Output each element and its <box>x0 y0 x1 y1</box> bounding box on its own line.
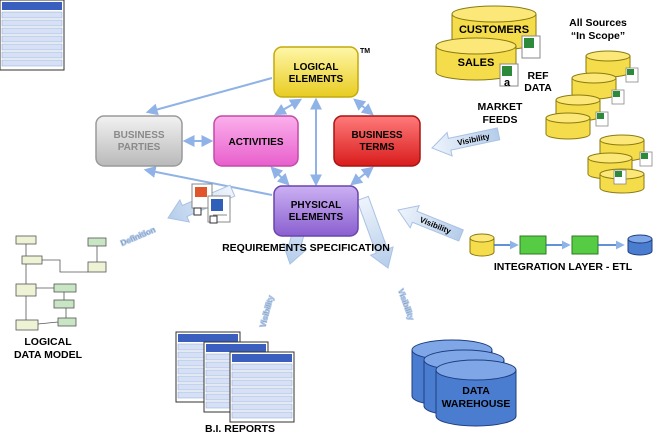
bi-reports-icon <box>0 0 295 423</box>
connectors <box>143 77 374 196</box>
business-parties-line1: BUSINESS <box>113 130 164 141</box>
logical-data-model <box>15 235 107 331</box>
excel-icons: a <box>499 35 541 89</box>
node-physical-elements: PHYSICAL ELEMENTS <box>273 185 359 237</box>
definition-label: Definition <box>119 225 157 248</box>
market-feeds-line1: MARKET <box>478 101 523 113</box>
business-terms-line2: TERMS <box>360 142 395 153</box>
node-business-terms: BUSINESS TERMS <box>333 115 421 167</box>
visibility-dw-arrow <box>356 195 394 269</box>
bi-reports-label: B.I. REPORTS <box>205 423 275 435</box>
trademark-mark: TM <box>360 48 370 55</box>
physical-elements-line2: ELEMENTS <box>289 212 344 223</box>
logical-data-model-line1: LOGICAL <box>24 336 72 348</box>
svg-text:a: a <box>504 77 511 89</box>
logical-elements-line2: ELEMENTS <box>289 74 344 85</box>
in-scope-sources <box>545 50 645 194</box>
data-warehouse-line1: DATA <box>462 385 490 397</box>
visibility-dw-label: Visibility <box>396 288 416 322</box>
data-warehouse <box>411 339 517 427</box>
integration-layer-label: INTEGRATION LAYER - ETL <box>494 261 633 273</box>
ref-data-line2: DATA <box>524 82 552 94</box>
node-activities: ACTIVITIES <box>213 115 299 167</box>
visibility-etl-arrow: Visibility <box>397 204 464 242</box>
visibility-sources-arrow: Visibility <box>431 127 501 157</box>
ref-data-line1: REF <box>528 70 550 82</box>
visibility-bi-label: Visibility <box>258 294 275 328</box>
sales-label: SALES <box>458 57 495 69</box>
integration-layer: INTEGRATION LAYER - ETL <box>469 233 653 273</box>
source-sales: SALES <box>435 37 517 81</box>
logical-data-model-line2: DATA MODEL <box>14 349 83 361</box>
all-sources-line1: All Sources <box>569 17 627 29</box>
customers-label: CUSTOMERS <box>459 24 529 36</box>
in-scope-excel-icons <box>595 67 653 185</box>
requirements-spec-title: REQUIREMENTS SPECIFICATION <box>222 242 390 254</box>
data-warehouse-line2: WAREHOUSE <box>442 398 511 410</box>
node-business-parties: BUSINESS PARTIES <box>95 115 183 167</box>
node-logical-elements: LOGICAL ELEMENTS <box>273 46 359 98</box>
business-terms-line1: BUSINESS <box>351 130 402 141</box>
physical-elements-line1: PHYSICAL <box>291 200 342 211</box>
all-sources-line2: “In Scope” <box>571 30 625 42</box>
activities-label: ACTIVITIES <box>228 137 283 148</box>
logical-elements-line1: LOGICAL <box>294 62 339 73</box>
market-feeds-line2: FEEDS <box>482 114 517 126</box>
business-parties-line2: PARTIES <box>118 142 161 153</box>
document-icons <box>191 183 231 224</box>
